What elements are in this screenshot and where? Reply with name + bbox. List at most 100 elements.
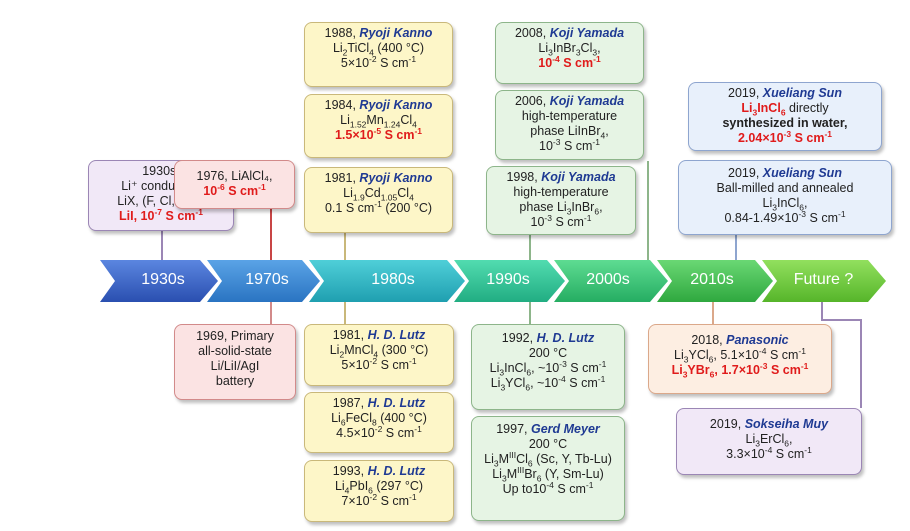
period-1930s: 1930s [141, 271, 185, 288]
box-header: 1987, H. D. Lutz [332, 396, 426, 410]
conductivity: 10-6 S cm-1 [203, 181, 266, 198]
period-2010s: 2010s [690, 271, 734, 288]
arrow-2010s [657, 260, 773, 302]
formula: Li3MIIIBr6 (Y, Sm-Lu) [492, 464, 604, 484]
box-header: 2019, Xueliang Sun [728, 86, 842, 100]
formula: Li2TiCl4 (400 °C) [332, 41, 425, 58]
box-line: 1976, LiAlCl₄, [196, 169, 273, 183]
event-1998-yamada: 1998, Koji Yamada high-temperature phase… [486, 166, 636, 235]
conductivity: 7×10-2 S cm-1 [341, 491, 417, 508]
event-1993-lutz: 1993, H. D. Lutz Li4PbI6 (297 °C) 7×10-2… [304, 460, 454, 522]
box-line: 200 °C [528, 437, 568, 451]
event-2019-sun-ballmilled: 2019, Xueliang Sun Ball-milled and annea… [678, 160, 892, 235]
conductivity: 0.84-1.49×10-3 S cm-1 [724, 208, 846, 225]
arrow-1970s [207, 260, 320, 302]
event-1981-lutz: 1981, H. D. Lutz Li2MnCl4 (300 °C) 5×10-… [304, 324, 454, 386]
conductivity: 3.3×10-4 S cm-1 [726, 444, 812, 461]
conductivity: 10-3 S cm-1 [539, 136, 600, 153]
event-2006-yamada: 2006, Koji Yamada high-temperature phase… [495, 90, 644, 160]
box-header: 1992, H. D. Lutz [501, 331, 595, 345]
connector [821, 302, 823, 319]
box-header: 1984, Ryoji Kanno [324, 98, 433, 112]
event-1987-lutz: 1987, H. D. Lutz Li6FeCl8 (400 °C) 4.5×1… [304, 392, 454, 453]
formula: Li6FeCl8 (400 °C) [331, 411, 427, 428]
connector [344, 233, 346, 260]
period-1970s: 1970s [245, 271, 289, 288]
event-1976-lialcl4: 1976, LiAlCl₄, 10-6 S cm-1 [174, 160, 295, 209]
connector [647, 161, 649, 260]
box-line: 1930s, [142, 164, 180, 178]
formula: Li3MIIICl6 (Sc, Y, Tb-Lu) [484, 449, 612, 469]
formula: phase LiInBr4, [530, 124, 609, 141]
conductivity: Up to10-4 S cm-1 [502, 479, 594, 496]
event-1969-battery: 1969, Primary all-solid-state Li/LiI/AgI… [174, 324, 296, 400]
connector [529, 302, 531, 324]
formula: Li3YCl6, ~10-4 S cm-1 [490, 373, 606, 393]
box-header: 1997, Gerd Meyer [496, 422, 600, 436]
conductivity: 1.5×10-5 S cm-1 [334, 125, 423, 142]
connector [344, 302, 346, 324]
event-2019-sun-water: 2019, Xueliang Sun Li3InCl6 directly syn… [688, 82, 882, 151]
box-header: 1981, H. D. Lutz [332, 328, 426, 342]
connector [270, 302, 272, 324]
connector [529, 235, 531, 260]
box-header: 2019, Xueliang Sun [728, 166, 842, 180]
connector [712, 302, 714, 324]
formula: Li2MnCl4 (300 °C) [329, 343, 429, 360]
formula: Li3InCl6, [762, 196, 808, 213]
conductivity: LiI, 10-7 S cm-1 [119, 206, 203, 223]
formula: phase Li3InBr6, [519, 200, 603, 217]
box-line: 1969, Primary [196, 329, 274, 343]
conductivity: 10-3 S cm-1 [530, 212, 592, 229]
formula: Li3InBr3Cl3, [538, 41, 601, 58]
formula: Li1.52Mn1.24Cl4 [340, 113, 417, 130]
conductivity: 2.04×10-3 S cm-1 [737, 128, 833, 145]
period-2000s: 2000s [586, 271, 630, 288]
arrow-1980s [309, 260, 465, 302]
event-1981-kanno: 1981, Ryoji Kanno Li1.9Cd1.05Cl4 0.1 S c… [304, 167, 453, 233]
box-header: 2008, Koji Yamada [514, 26, 625, 40]
conductivity: 4.5×10-2 S cm-1 [336, 423, 422, 440]
box-line: Li/LiI/AgI [210, 359, 260, 373]
formula: Li3InCl6 directly [741, 101, 829, 118]
connector [860, 319, 862, 408]
conductivity: 10-4 S cm-1 [538, 53, 601, 70]
box-header: 1998, Koji Yamada [506, 170, 616, 184]
box-line: synthesized in water, [722, 116, 848, 130]
conductivity: 5×10-2 S cm-1 [340, 53, 417, 70]
formula: Li3YCl6, 5.1×10-4 S cm-1 [674, 345, 806, 365]
box-line: 200 °C [528, 346, 568, 360]
formula: Li3ErCl6, [745, 432, 793, 449]
arrow-future [762, 260, 886, 302]
period-future: Future ? [793, 271, 854, 288]
box-line: battery [215, 374, 255, 388]
formula: Li4PbI6 (297 °C) [334, 479, 424, 496]
box-header: 1988, Ryoji Kanno [324, 26, 433, 40]
arrow-1930s [100, 260, 218, 302]
event-1984-kanno: 1984, Ryoji Kanno Li1.52Mn1.24Cl4 1.5×10… [304, 94, 453, 158]
event-1997-meyer: 1997, Gerd Meyer 200 °C Li3MIIICl6 (Sc, … [471, 416, 625, 521]
formula: Li1.9Cd1.05Cl4 [343, 186, 414, 203]
arrow-2000s [554, 260, 668, 302]
box-header: 1981, Ryoji Kanno [324, 171, 433, 185]
period-1990s: 1990s [486, 271, 530, 288]
connector [735, 235, 737, 260]
connector [161, 231, 163, 260]
box-header: 2006, Koji Yamada [514, 94, 625, 108]
event-2019-muy: 2019, Sokseiha Muy Li3ErCl6, 3.3×10-4 S … [676, 408, 862, 475]
formula: Li3InCl6, ~10-3 S cm-1 [489, 358, 607, 378]
connector [821, 319, 861, 321]
box-line: Ball-milled and annealed [716, 181, 854, 195]
event-2018-panasonic: 2018, Panasonic Li3YCl6, 5.1×10-4 S cm-1… [648, 324, 832, 394]
conductivity: 5×10-2 S cm-1 [341, 355, 417, 372]
formula: Li3YBr6, 1.7×10-3 S cm-1 [671, 360, 809, 380]
period-1980s: 1980s [371, 271, 415, 288]
event-1988-kanno: 1988, Ryoji Kanno Li2TiCl4 (400 °C) 5×10… [304, 22, 453, 87]
box-header: 2018, Panasonic [691, 333, 789, 347]
arrow-1990s [454, 260, 565, 302]
box-header: 2019, Sokseiha Muy [709, 417, 829, 431]
event-1992-lutz: 1992, H. D. Lutz 200 °C Li3InCl6, ~10-3 … [471, 324, 625, 410]
event-2008-yamada: 2008, Koji Yamada Li3InBr3Cl3, 10-4 S cm… [495, 22, 644, 84]
box-line: high-temperature [513, 185, 609, 199]
